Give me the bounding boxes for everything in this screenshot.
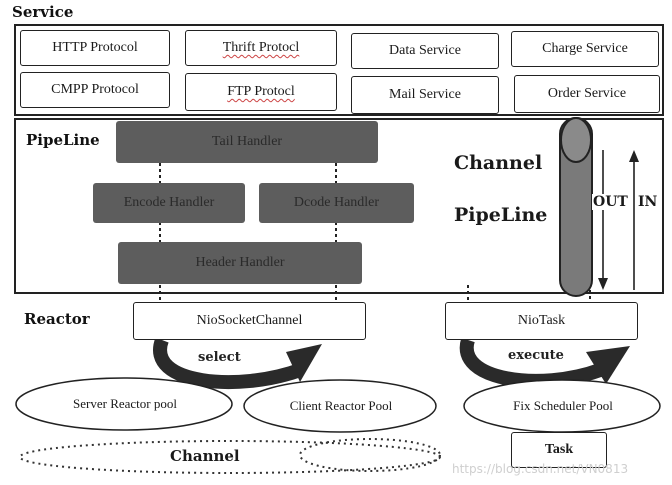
http-protocol-box: HTTP Protocol [20,30,170,66]
mail-service-box: Mail Service [351,76,499,114]
nio-task-box: NioTask [445,302,638,340]
header-handler: Header Handler [118,242,362,284]
out-label: OUT [592,194,629,210]
nio-socket-channel-label: NioSocketChannel [196,313,303,328]
ftp-protocol-box: FTP Protocl [185,73,337,111]
channel-pipeline-label-1: Channel [454,152,543,174]
header-handler-label: Header Handler [195,255,285,270]
task-label: Task [544,442,574,457]
cmpp-protocol-label: CMPP Protocol [51,82,139,97]
pipeline-title: PipeLine [26,131,100,149]
channel-pipeline-label-2: PipeLine [454,204,548,226]
service-title: Service [12,3,74,21]
data-service-box: Data Service [351,33,499,69]
channel-label: Channel [170,447,240,465]
charge-service-label: Charge Service [542,41,628,56]
watermark-text: https://blog.csdn.net/VN0813 [452,462,629,476]
http-protocol-label: HTTP Protocol [52,40,138,55]
mail-service-label: Mail Service [389,87,461,102]
fix-scheduler-pool-label: Fix Scheduler Pool [513,398,613,413]
order-service-label: Order Service [547,86,627,101]
nio-task-label: NioTask [517,313,566,328]
execute-label: execute [508,348,564,363]
task-box: Task [511,432,607,468]
client-reactor-pool-label: Client Reactor Pool [289,398,393,413]
ftp-protocol-label: FTP Protocl [227,84,295,99]
order-service-box: Order Service [514,75,660,113]
nio-socket-channel-box: NioSocketChannel [133,302,366,340]
encode-handler: Encode Handler [93,183,245,223]
tail-handler-label: Tail Handler [211,134,283,149]
dcode-handler-label: Dcode Handler [293,195,380,210]
dcode-handler: Dcode Handler [259,183,414,223]
charge-service-box: Charge Service [511,31,659,67]
cmpp-protocol-box: CMPP Protocol [20,72,170,108]
thrift-protocol-box: Thrift Protocl [185,30,337,66]
select-label: select [198,350,241,365]
thrift-protocol-label: Thrift Protocl [222,40,300,55]
in-label: IN [638,194,658,210]
encode-handler-label: Encode Handler [123,195,215,210]
data-service-label: Data Service [389,43,461,58]
tail-handler: Tail Handler [116,121,378,163]
reactor-title: Reactor [24,310,90,328]
server-reactor-pool-label: Server Reactor pool [73,396,177,411]
